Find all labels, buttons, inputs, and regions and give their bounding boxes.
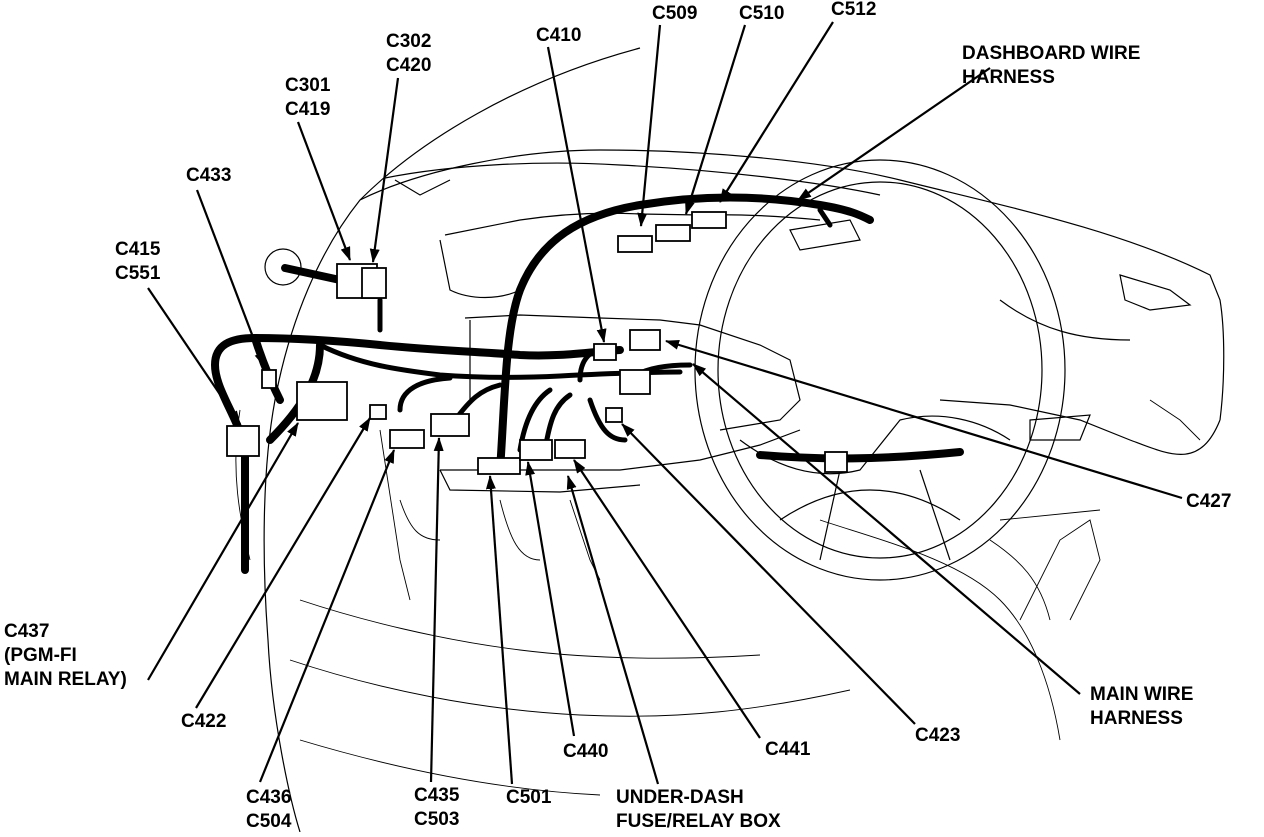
label-line: MAIN RELAY) — [4, 669, 127, 690]
leader-main-harness — [692, 363, 1081, 695]
connector-c512 — [691, 211, 727, 229]
label-c422: C422 — [181, 710, 226, 734]
label-line: DASHBOARD WIRE — [962, 43, 1141, 64]
label-line: C510 — [739, 3, 785, 24]
leader-fuse-relay-box — [566, 475, 660, 785]
label-c437-pgm-fi-main-relay: C437 (PGM-FI MAIN RELAY) — [4, 620, 127, 692]
label-c441: C441 — [765, 738, 810, 762]
connector-main-harness-end — [824, 451, 848, 473]
label-line: C512 — [831, 0, 877, 20]
connector-c441 — [554, 439, 586, 459]
leader-c501 — [485, 475, 514, 785]
connector-main-harness — [619, 369, 651, 395]
label-line: C427 — [1186, 491, 1232, 512]
leader-c427 — [665, 339, 1183, 500]
leader-c415 — [147, 287, 241, 425]
label-main-wire-harness: MAIN WIRE HARNESS — [1090, 683, 1193, 731]
label-line: C415 — [115, 239, 161, 260]
steering-wheel — [694, 159, 1066, 581]
label-line: MAIN WIRE — [1090, 684, 1194, 705]
leader-c510 — [684, 24, 747, 215]
label-line: C436 — [246, 787, 292, 808]
label-line: C419 — [285, 99, 331, 120]
label-c423: C423 — [915, 724, 960, 748]
leader-c441 — [573, 459, 761, 739]
label-line: C420 — [386, 55, 432, 76]
connector-c509 — [617, 235, 653, 253]
leader-dashboard-harness — [797, 67, 991, 201]
leader-c435 — [429, 437, 444, 783]
label-line: C435 — [414, 785, 460, 806]
label-c440: C440 — [563, 740, 608, 764]
label-c427: C427 — [1186, 490, 1231, 514]
label-line: C410 — [536, 25, 582, 46]
connector-c410 — [593, 343, 617, 361]
label-line: UNDER-DASH — [616, 787, 744, 808]
label-line: HARNESS — [1090, 708, 1183, 729]
label-line: C423 — [915, 725, 961, 746]
label-line: C302 — [386, 31, 432, 52]
leader-c437 — [147, 422, 299, 681]
connector-c433 — [261, 369, 277, 389]
label-line: FUSE/RELAY BOX — [616, 811, 781, 832]
connector-c415 — [226, 425, 260, 457]
leader-c512 — [719, 21, 834, 203]
label-line: C433 — [186, 165, 232, 186]
label-line: HARNESS — [962, 67, 1055, 88]
label-line: C441 — [765, 739, 811, 760]
connector-c302 — [361, 267, 387, 299]
connector-c440 — [519, 439, 553, 461]
connector-c510 — [655, 224, 691, 242]
label-line: C503 — [414, 809, 460, 830]
label-c501: C501 — [506, 786, 551, 810]
label-line: C504 — [246, 811, 292, 832]
connector-c435 — [430, 413, 470, 437]
connector-c501 — [477, 457, 521, 475]
leader-c422 — [195, 417, 371, 709]
leader-c509 — [637, 24, 662, 227]
leader-c301 — [296, 121, 352, 261]
harnesses — [210, 193, 964, 574]
label-c410: C410 — [536, 24, 581, 48]
label-line: C437 — [4, 621, 50, 642]
label-c512: C512 — [831, 0, 876, 22]
leader-c423 — [621, 423, 916, 725]
label-line: C440 — [563, 741, 609, 762]
label-line: C509 — [652, 3, 698, 24]
label-line: C422 — [181, 711, 227, 732]
leader-c440 — [525, 461, 576, 737]
leader-lines — [147, 21, 1183, 785]
label-line: C301 — [285, 75, 331, 96]
connector-c437 — [296, 381, 348, 421]
label-c510: C510 — [739, 2, 784, 26]
label-c433: C433 — [186, 164, 231, 188]
connector-c423 — [605, 407, 623, 423]
connector-c422 — [369, 404, 387, 420]
label-line: C501 — [506, 787, 552, 808]
label-line: C551 — [115, 263, 161, 284]
connector-c436 — [389, 429, 425, 449]
connector-c427 — [629, 329, 661, 351]
label-c509: C509 — [652, 2, 697, 26]
connectors — [226, 211, 848, 475]
leader-c410 — [546, 46, 607, 343]
label-under-dash-fuse-relay-box: UNDER-DASH FUSE/RELAY BOX — [616, 786, 781, 834]
leader-c433 — [195, 189, 266, 367]
leader-c302 — [369, 77, 400, 263]
label-dashboard-wire-harness: DASHBOARD WIRE HARNESS — [962, 42, 1140, 90]
leader-c436 — [258, 449, 396, 783]
label-line: (PGM-FI — [4, 645, 77, 666]
